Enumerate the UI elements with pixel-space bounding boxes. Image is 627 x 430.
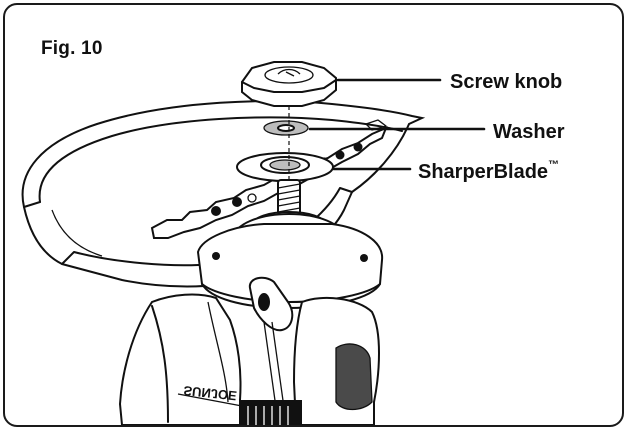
blade-disc — [236, 152, 334, 182]
callout-sharperblade: SharperBlade™ — [418, 159, 560, 184]
sharperblade-icon — [150, 119, 388, 239]
figure-frame: Fig. 10 Screw knob Washer SharperBlade™ … — [3, 3, 624, 427]
figure-title: Fig. 10 — [41, 38, 103, 59]
callout-washer: Washer — [493, 121, 565, 143]
motor-housing-icon — [118, 293, 380, 425]
screw-knob-icon — [241, 61, 337, 107]
trademark-symbol: ™ — [548, 159, 560, 171]
trimmer-illustration — [21, 61, 486, 425]
product-mark-layer: SUNJOE — [183, 383, 238, 404]
callout-sharperblade-text: SharperBlade — [418, 161, 549, 183]
washer-icon — [263, 120, 309, 136]
blade-guard-icon — [21, 100, 426, 288]
product-mark: SUNJOE — [183, 383, 238, 404]
callout-screw-knob: Screw knob — [450, 71, 563, 93]
callout-leaders — [308, 78, 486, 171]
